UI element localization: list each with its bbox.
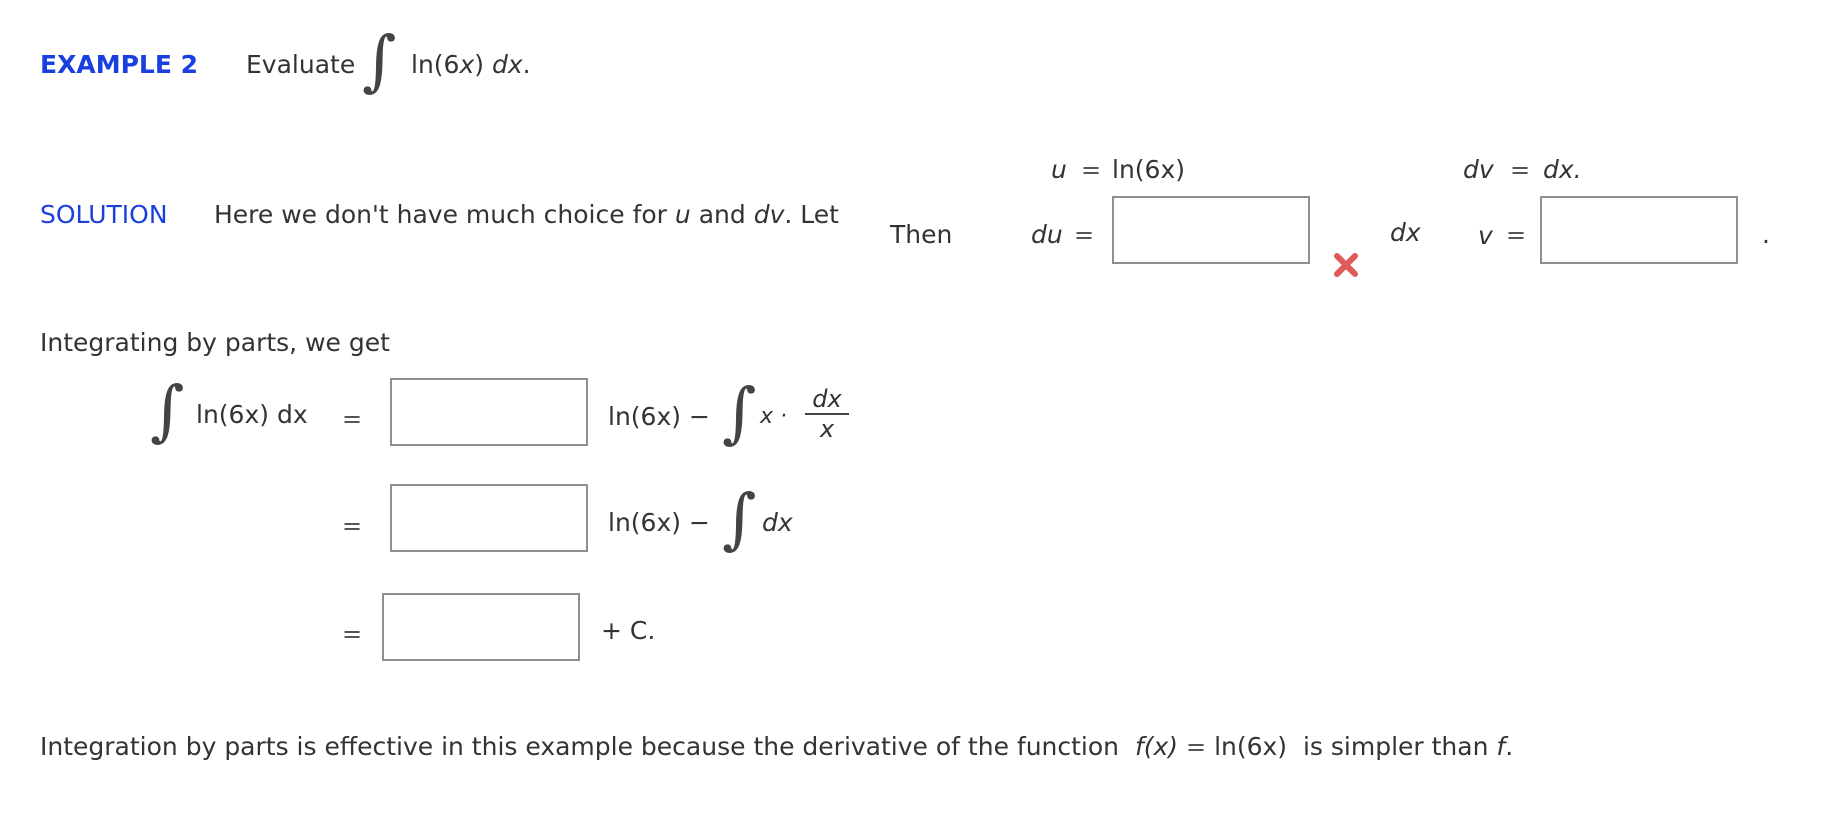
conclusion-period: .	[1505, 732, 1514, 761]
conclusion-fx: f(x)	[1134, 732, 1179, 761]
evaluate-text: Evaluate	[246, 50, 356, 79]
solution-text: Here we don't have much choice for u and…	[214, 200, 839, 229]
row3-answer-input[interactable]	[382, 593, 580, 661]
row2-after: ln(6x) −	[608, 508, 710, 537]
dv-rhs: dx.	[1543, 155, 1582, 184]
solution-text-1: Here we don't have much choice for	[214, 200, 667, 229]
problem-integrand-var: x	[459, 50, 475, 79]
solution-and: and	[698, 200, 746, 229]
conclusion-text-2: is simpler than	[1302, 732, 1489, 761]
row2-equals: =	[342, 512, 363, 540]
conclusion: Integration by parts is effective in thi…	[40, 732, 1513, 761]
problem-integrand-close: )	[474, 50, 485, 79]
integrating-intro: Integrating by parts, we get	[40, 328, 390, 357]
dv-equals: =	[1510, 156, 1531, 184]
lhs-integral-icon: ∫	[150, 372, 185, 449]
lhs-integrand: ln(6x) dx	[196, 400, 308, 429]
du-suffix: dx	[1390, 218, 1421, 247]
problem-integrand-fn: ln(6	[411, 50, 460, 79]
then-text: Then	[890, 220, 953, 249]
integral-sign-icon: ∫	[362, 22, 397, 99]
row2-integral-icon: ∫	[722, 480, 757, 557]
u-equals: =	[1081, 156, 1102, 184]
row1-equals: =	[342, 405, 363, 433]
du-answer-input[interactable]	[1112, 196, 1310, 264]
problem-integrand-dx: dx	[491, 50, 523, 79]
row2-dx: dx	[762, 508, 793, 537]
example-label: EXAMPLE 2	[40, 50, 199, 79]
row2-answer-input[interactable]	[390, 484, 588, 552]
row1-fraction-denominator: x	[819, 415, 835, 443]
u-rhs: ln(6x)	[1112, 155, 1185, 184]
du-lhs: du	[1031, 220, 1063, 249]
problem-integrand: ln(6x) dx.	[411, 50, 531, 79]
conclusion-equals: =	[1186, 733, 1207, 761]
du-error-icon	[1331, 250, 1361, 280]
du-equals: =	[1074, 221, 1095, 249]
solution-u: u	[674, 200, 691, 229]
conclusion-f: f	[1496, 732, 1506, 761]
v-lhs: v	[1478, 221, 1493, 250]
row1-integral-icon: ∫	[722, 374, 757, 451]
v-answer-input[interactable]	[1540, 196, 1738, 264]
row3-equals: =	[342, 620, 363, 648]
row1-fraction-numerator: dx	[812, 385, 842, 413]
row1-x: x ·	[760, 404, 788, 429]
conclusion-fx-value: ln(6x)	[1214, 732, 1288, 761]
row1-after: ln(6x) −	[608, 402, 710, 431]
solution-dv: dv	[753, 200, 785, 229]
dv-lhs: dv	[1463, 155, 1494, 184]
x-mark-icon	[1334, 253, 1358, 277]
solution-label: SOLUTION	[40, 200, 168, 229]
problem-period: .	[522, 50, 531, 79]
row3-after: + C.	[601, 616, 656, 645]
v-equals: =	[1506, 221, 1527, 249]
row1-answer-input[interactable]	[390, 378, 588, 446]
row1-fraction: dx x	[805, 385, 849, 443]
conclusion-text-1: Integration by parts is effective in thi…	[40, 732, 1120, 761]
v-trailing-period: .	[1762, 220, 1770, 249]
solution-let: . Let	[784, 200, 839, 229]
u-lhs: u	[1051, 155, 1067, 184]
row1-fraction-bar	[805, 413, 849, 415]
